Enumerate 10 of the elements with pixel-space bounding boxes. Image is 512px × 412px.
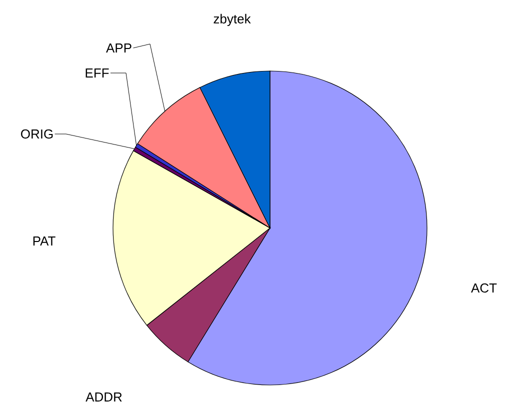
leader-line bbox=[110, 72, 137, 146]
slice-label: ADDR bbox=[86, 392, 122, 402]
slice-label: ORIG bbox=[21, 129, 53, 139]
leader-line bbox=[132, 44, 166, 112]
leader-line bbox=[54, 134, 135, 150]
slice-label: APP bbox=[106, 44, 132, 52]
slice-label: EFF bbox=[86, 68, 109, 78]
slice-label: zbytek bbox=[214, 14, 251, 26]
slice-label: ACT bbox=[471, 283, 497, 293]
slice-label: PAT bbox=[33, 236, 56, 246]
